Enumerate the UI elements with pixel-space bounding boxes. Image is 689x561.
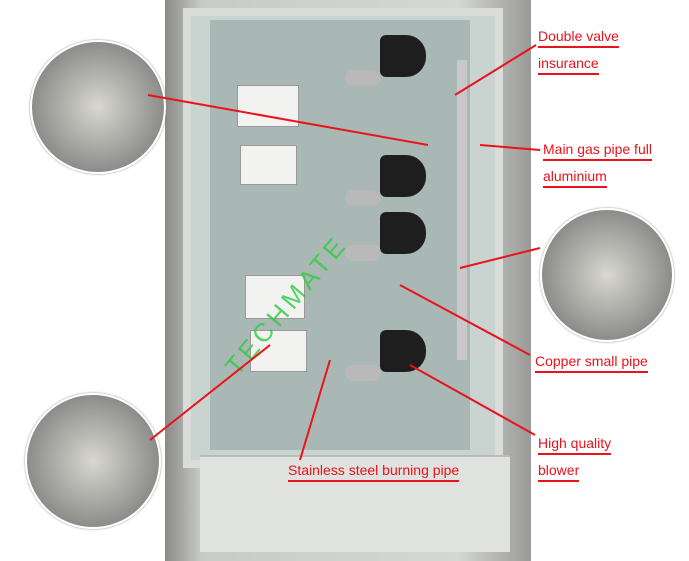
burning-pipe — [345, 365, 381, 381]
label-blower: blower — [538, 461, 580, 482]
label-high-quality: High quality — [538, 434, 612, 455]
label-insurance: insurance — [538, 54, 599, 75]
burning-pipe — [345, 190, 381, 206]
label-copper-small-pipe: Copper small pipe — [535, 352, 648, 373]
controller-box — [245, 275, 305, 319]
main-gas-pipe — [457, 60, 467, 360]
controller-box — [250, 330, 307, 372]
label-double-valve: Double valve — [538, 27, 619, 48]
controller-closeup — [25, 393, 161, 529]
label-stainless-steel-pipe: Stainless steel burning pipe — [288, 461, 460, 482]
blower — [380, 330, 426, 372]
burning-pipe — [345, 245, 381, 261]
blower — [380, 35, 426, 77]
label-main-gas-pipe: Main gas pipe full — [543, 140, 652, 161]
burning-pipe — [345, 70, 381, 86]
blower — [380, 155, 426, 197]
blower — [380, 212, 426, 254]
valve-closeup — [30, 40, 166, 174]
controller-box — [240, 145, 297, 185]
double-valve-closeup — [540, 208, 674, 342]
cabinet-base — [200, 455, 510, 552]
label-aluminium: aluminium — [543, 167, 607, 188]
